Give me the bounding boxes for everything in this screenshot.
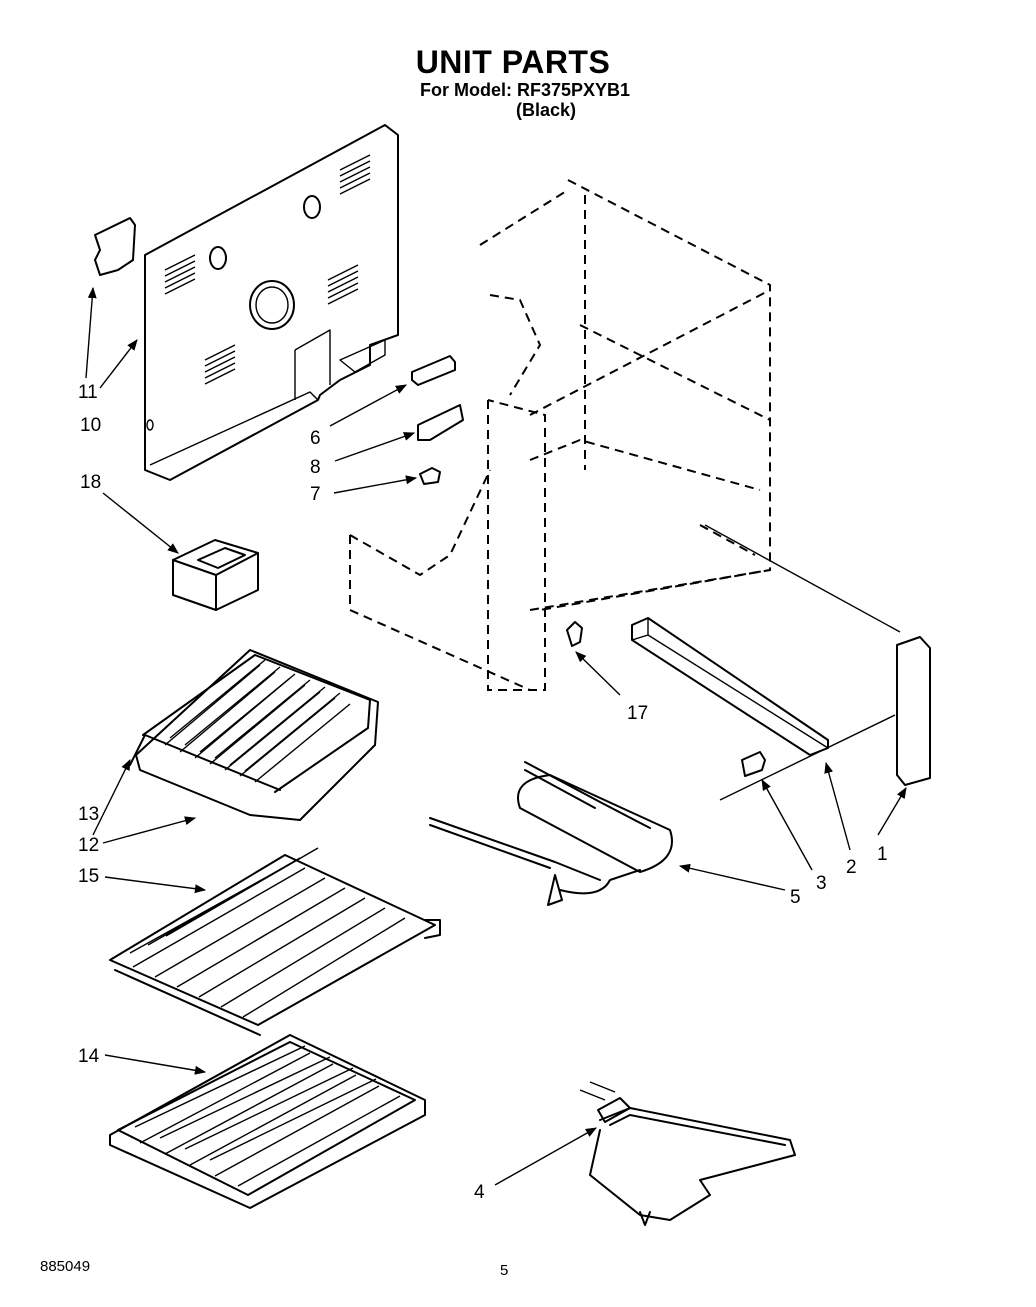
oven-rack-part — [109, 1034, 426, 1209]
callout-14: 14 — [78, 1046, 100, 1067]
callout-10: 10 — [80, 415, 101, 436]
broiler-pan-part — [129, 649, 379, 821]
callout-2: 2 — [846, 857, 857, 878]
callout-3: 3 — [816, 873, 827, 894]
hinge-receptacle-part — [417, 404, 464, 441]
screw-part — [419, 467, 441, 485]
page-title: UNIT PARTS — [415, 44, 611, 80]
small-clip-part — [566, 621, 583, 647]
callout-11: 11 — [78, 382, 98, 403]
rail-part — [631, 617, 829, 756]
end-cap-part — [896, 636, 931, 786]
page-number: 5 — [500, 1262, 509, 1279]
callout-13: 13 — [78, 804, 99, 825]
callout-18: 18 — [80, 472, 101, 493]
broil-element-part — [429, 761, 673, 906]
rear-panel-part — [144, 124, 399, 481]
callout-4: 4 — [474, 1182, 485, 1203]
bake-element-part — [579, 1081, 796, 1226]
callout-1: 1 — [877, 844, 888, 865]
callout-15: 15 — [78, 866, 99, 887]
callout-7: 7 — [310, 484, 321, 505]
callout-12: 12 — [78, 835, 99, 856]
model-variant: (Black) — [516, 100, 577, 120]
model-line: For Model: RF375PXYB1 — [420, 80, 631, 100]
clip-part — [411, 355, 456, 386]
cabinet-outline — [349, 179, 771, 691]
spacer-part — [741, 751, 766, 777]
terminal-block-part — [172, 539, 259, 611]
callout-6: 6 — [310, 428, 321, 449]
oven-rack-part — [109, 847, 441, 1036]
callout-8: 8 — [310, 457, 321, 478]
bracket-part — [94, 217, 136, 276]
assembly-line — [719, 714, 896, 801]
callout-arrows — [85, 286, 907, 1186]
document-number: 885049 — [40, 1258, 91, 1275]
callout-17: 17 — [627, 703, 648, 724]
callout-5: 5 — [790, 887, 801, 908]
assembly-line — [704, 524, 901, 633]
